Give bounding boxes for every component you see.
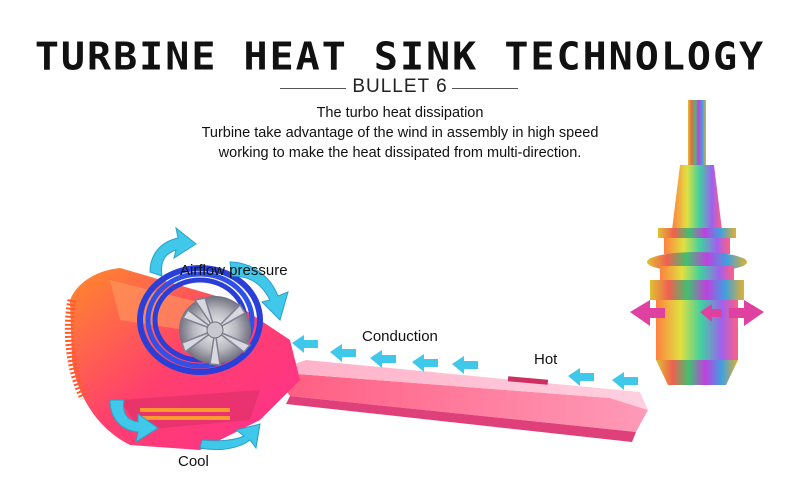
- airflow-arrows: [109, 226, 289, 451]
- bulb-illustration: [630, 100, 764, 385]
- description: The turbo heat dissipation Turbine take …: [0, 103, 800, 163]
- subtitle: BULLET 6: [352, 76, 448, 97]
- hot-label: Hot: [534, 351, 558, 368]
- conduction-arrows: [292, 335, 638, 390]
- conduction-label: Conduction: [362, 328, 438, 345]
- cool-label: Cool: [178, 453, 209, 470]
- page-title: TURBINE HEAT SINK TECHNOLOGY: [34, 35, 766, 79]
- description-line-1: The turbo heat dissipation: [316, 105, 484, 121]
- description-line-3: working to make the heat dissipated from…: [218, 145, 582, 161]
- fan-assembly: [137, 265, 263, 375]
- airflow-pressure-label: Airflow pressure: [180, 262, 288, 279]
- subtitle-rule-left: [280, 88, 346, 89]
- subtitle-row: BULLET 6: [0, 76, 800, 100]
- description-line-2: Turbine take advantage of the wind in as…: [201, 125, 599, 141]
- subtitle-rule-right: [452, 88, 518, 89]
- heat-bar: [272, 360, 648, 442]
